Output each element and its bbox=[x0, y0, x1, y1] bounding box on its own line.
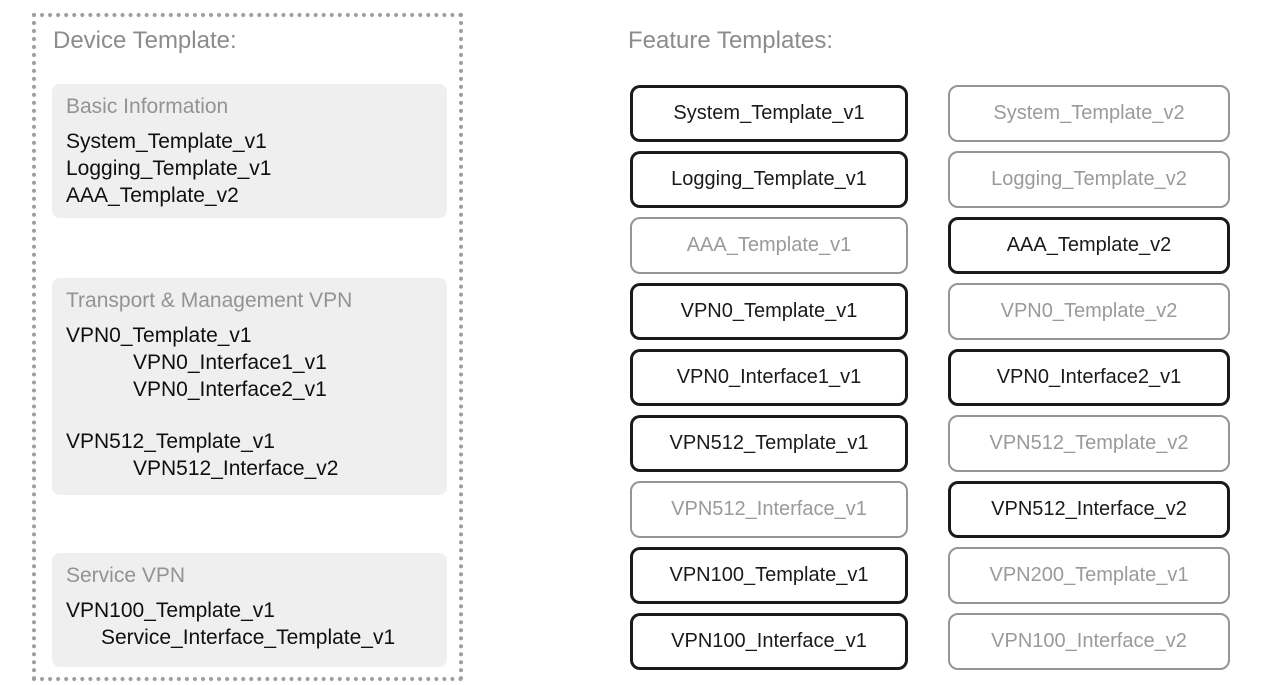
feature-box-logging-template-v1: Logging_Template_v1 bbox=[630, 151, 908, 208]
feature-box-vpn0-template-v2: VPN0_Template_v2 bbox=[948, 283, 1230, 340]
feature-box-vpn0-interface2-v1: VPN0_Interface2_v1 bbox=[948, 349, 1230, 406]
template-block: System_Template_v1 Logging_Template_v1 A… bbox=[66, 128, 433, 209]
feature-box-vpn0-template-v1: VPN0_Template_v1 bbox=[630, 283, 908, 340]
device-section-basic-information: Basic Information System_Template_v1 Log… bbox=[52, 84, 447, 218]
feature-box-logging-template-v2: Logging_Template_v2 bbox=[948, 151, 1230, 208]
device-line-aaa-template-v2: AAA_Template_v2 bbox=[66, 184, 239, 207]
template-block: VPN0_Template_v1 VPN0_Interface1_v1 VPN0… bbox=[66, 322, 433, 403]
device-line-vpn512-interface-v2: VPN512_Interface_v2 bbox=[133, 457, 339, 480]
feature-box-vpn100-interface-v2: VPN100_Interface_v2 bbox=[948, 613, 1230, 670]
feature-box-vpn512-interface-v2: VPN512_Interface_v2 bbox=[948, 481, 1230, 538]
device-template-title: Device Template: bbox=[53, 27, 237, 54]
feature-box-vpn0-interface1-v1: VPN0_Interface1_v1 bbox=[630, 349, 908, 406]
device-template-frame bbox=[32, 13, 463, 681]
feature-box-vpn512-template-v2: VPN512_Template_v2 bbox=[948, 415, 1230, 472]
device-line-vpn100-template-v1: VPN100_Template_v1 bbox=[66, 599, 275, 622]
feature-box-system-template-v1: System_Template_v1 bbox=[630, 85, 908, 142]
feature-box-system-template-v2: System_Template_v2 bbox=[948, 85, 1230, 142]
device-line-service-interface-template-v1: Service_Interface_Template_v1 bbox=[101, 626, 396, 649]
device-section-transport-management-vpn: Transport & Management VPN VPN0_Template… bbox=[52, 278, 447, 495]
device-line-logging-template-v1: Logging_Template_v1 bbox=[66, 157, 272, 180]
feature-box-vpn100-template-v1: VPN100_Template_v1 bbox=[630, 547, 908, 604]
device-line-vpn0-interface2-v1: VPN0_Interface2_v1 bbox=[133, 378, 327, 401]
section-heading: Basic Information bbox=[66, 95, 229, 118]
feature-box-vpn200-template-v1: VPN200_Template_v1 bbox=[948, 547, 1230, 604]
device-line-vpn512-template-v1: VPN512_Template_v1 bbox=[66, 430, 275, 453]
feature-box-vpn512-interface-v1: VPN512_Interface_v1 bbox=[630, 481, 908, 538]
section-heading: Transport & Management VPN bbox=[66, 289, 353, 312]
device-section-service-vpn: Service VPN VPN100_Template_v1 Service_I… bbox=[52, 553, 447, 667]
device-line-vpn0-interface1-v1: VPN0_Interface1_v1 bbox=[133, 351, 327, 374]
feature-box-aaa-template-v1: AAA_Template_v1 bbox=[630, 217, 908, 274]
device-line-system-template-v1: System_Template_v1 bbox=[66, 130, 267, 153]
feature-box-vpn512-template-v1: VPN512_Template_v1 bbox=[630, 415, 908, 472]
template-block: VPN100_Template_v1 Service_Interface_Tem… bbox=[66, 597, 433, 651]
section-heading: Service VPN bbox=[66, 564, 186, 587]
feature-box-aaa-template-v2: AAA_Template_v2 bbox=[948, 217, 1230, 274]
template-block: VPN512_Template_v1 VPN512_Interface_v2 bbox=[66, 428, 433, 482]
device-line-vpn0-template-v1: VPN0_Template_v1 bbox=[66, 324, 252, 347]
feature-box-vpn100-interface-v1: VPN100_Interface_v1 bbox=[630, 613, 908, 670]
feature-templates-title: Feature Templates: bbox=[628, 27, 833, 54]
